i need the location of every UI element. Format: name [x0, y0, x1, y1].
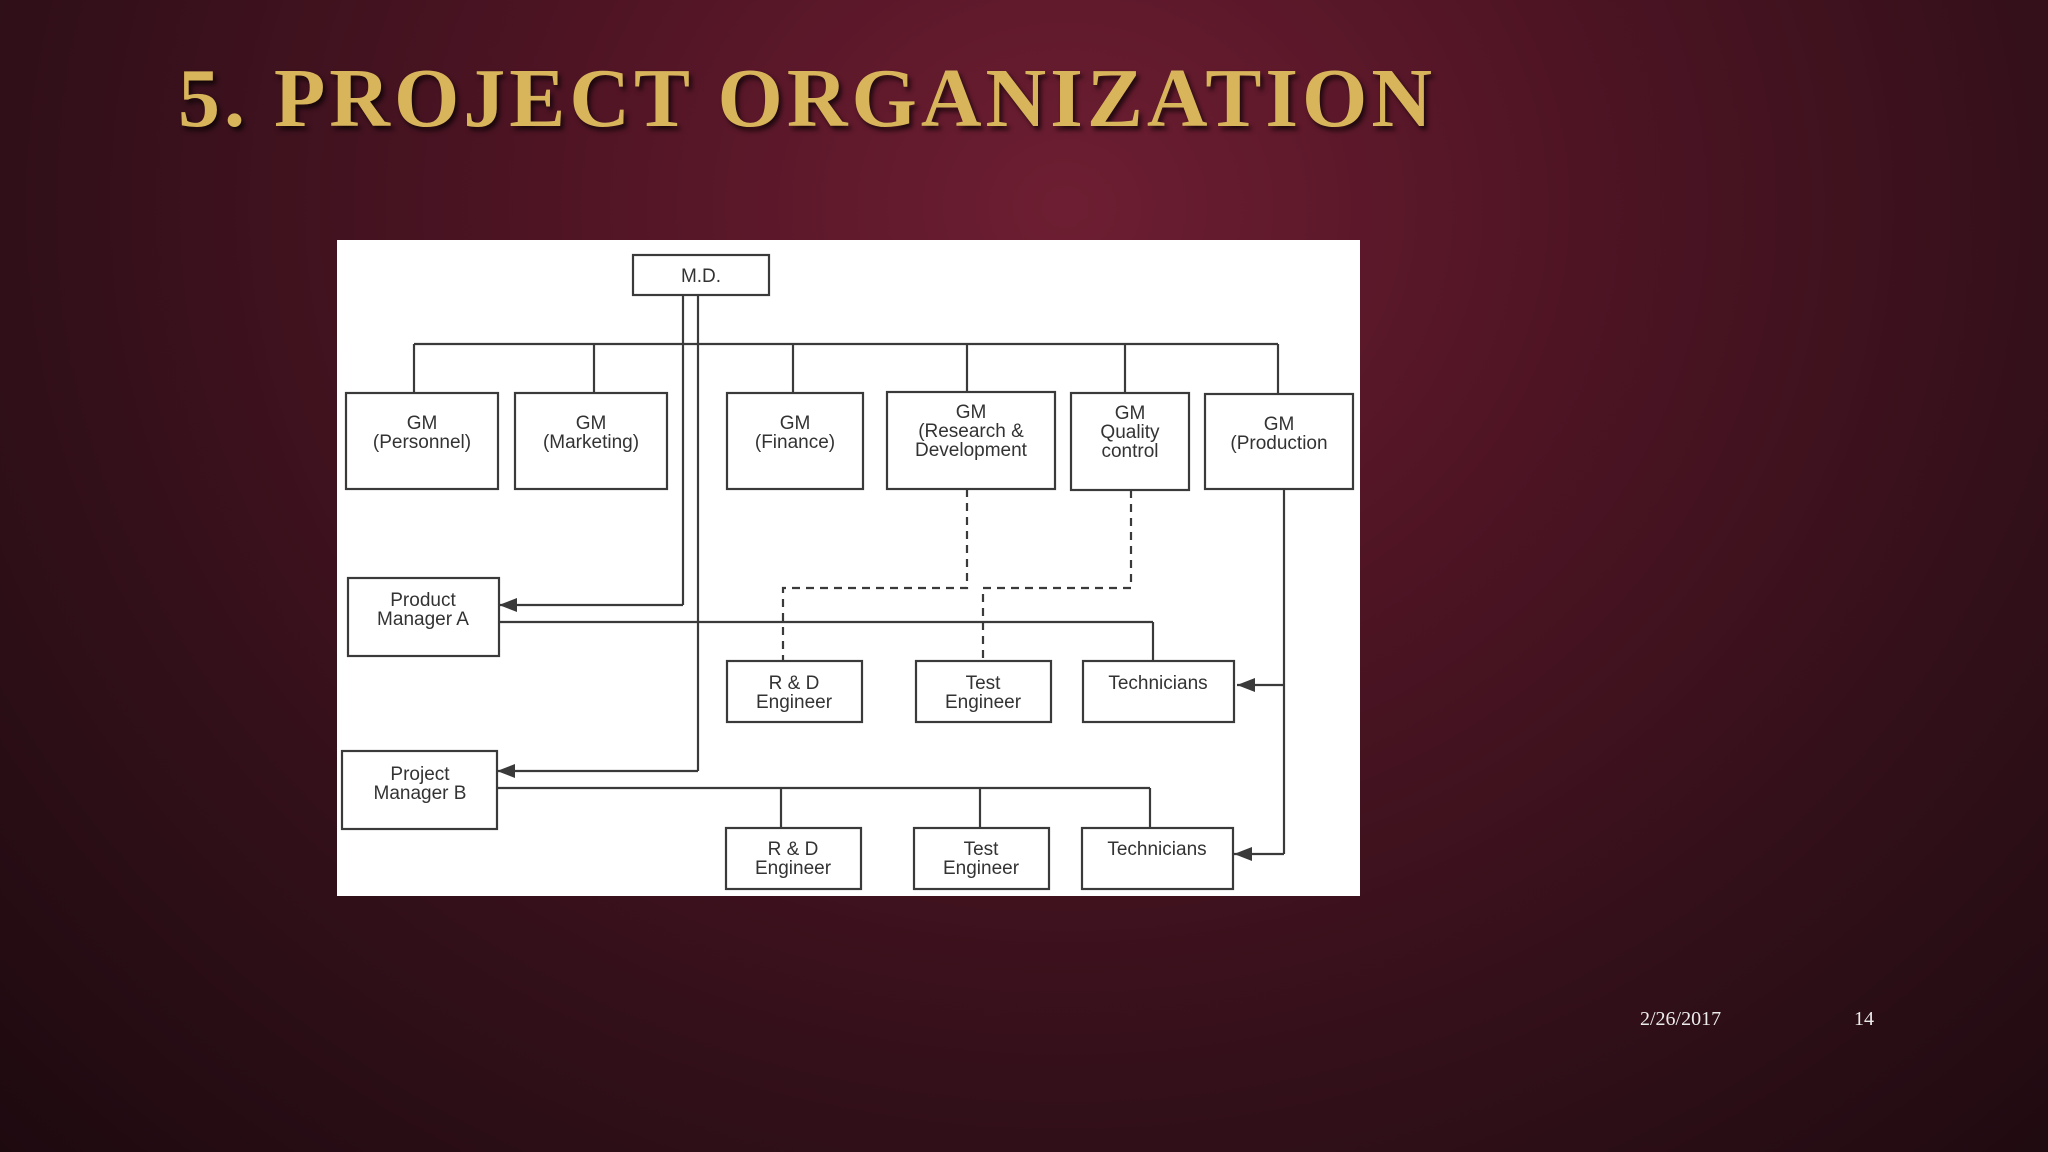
org-box-label-line: Test	[964, 839, 1000, 860]
org-box-gm-production-label: GM(Production	[1230, 414, 1327, 454]
connectors	[412, 295, 1286, 861]
org-box-technicians-a-label: Technicians	[1108, 673, 1207, 694]
org-box-label-line: (Finance)	[755, 432, 835, 453]
org-box-gm-rd-label: GM(Research &Development	[915, 402, 1028, 461]
org-box-label-line: Technicians	[1108, 673, 1207, 694]
org-box-label-line: GM	[407, 413, 438, 434]
org-box-label-line: GM	[1264, 414, 1295, 435]
org-box-label-line: Development	[915, 440, 1028, 461]
org-box-gm-marketing-label: GM(Marketing)	[543, 413, 639, 453]
org-box-label-line: GM	[780, 413, 811, 434]
org-box-label-line: Engineer	[943, 858, 1020, 879]
org-box-label-line: Engineer	[755, 858, 832, 879]
org-box-label-line: R & D	[769, 673, 820, 694]
footer-date: 2/26/2017	[1640, 1008, 1722, 1030]
org-box-gm-finance: GM(Finance)	[725, 391, 865, 491]
org-box-label-line: GM	[1115, 403, 1146, 424]
org-box-label-line: (Personnel)	[373, 432, 471, 453]
org-box-label-line: (Marketing)	[543, 432, 639, 453]
arrow-to-project-manager-b	[497, 764, 515, 778]
org-box-label-line: R & D	[768, 839, 819, 860]
arrow-to-technicians-b	[1234, 847, 1252, 861]
org-box-label-line: Quality	[1100, 422, 1160, 443]
org-box-label-line: GM	[576, 413, 607, 434]
org-box-label-line: Manager A	[377, 609, 469, 630]
org-box-gm-production: GM(Production	[1203, 392, 1355, 491]
org-box-label-line: Technicians	[1107, 839, 1206, 860]
org-box-gm-rd: GM(Research &Development	[885, 390, 1057, 491]
org-box-label-line: (Research &	[918, 421, 1024, 442]
org-box-gm-finance-label: GM(Finance)	[755, 413, 835, 453]
org-box-label-line: Test	[966, 673, 1002, 694]
org-box-md-label: M.D.	[681, 266, 721, 287]
org-box-gm-marketing: GM(Marketing)	[513, 391, 669, 491]
org-box-gm-personnel-label: GM(Personnel)	[373, 413, 471, 453]
org-chart-figure: M.D. GM(Personnel) GM(Marketing) GM(Fina…	[337, 240, 1360, 896]
org-chart: M.D. GM(Personnel) GM(Marketing) GM(Fina…	[340, 253, 1355, 891]
arrow-to-product-manager-a	[499, 598, 517, 612]
org-box-label-line: M.D.	[681, 266, 721, 287]
footer-page-number: 14	[1854, 1008, 1874, 1030]
org-box-gm-personnel: GM(Personnel)	[344, 391, 500, 491]
dashed-gm-quality-to-test-engineer	[981, 490, 1133, 660]
org-box-label-line: GM	[956, 402, 987, 423]
org-box-technicians-b: Technicians	[1080, 826, 1235, 891]
org-box-label-line: (Production	[1230, 433, 1327, 454]
arrow-to-technicians-a	[1237, 678, 1255, 692]
org-box-technicians-a: Technicians	[1081, 659, 1236, 724]
org-box-label-line: Engineer	[945, 692, 1022, 713]
org-box-label-line: control	[1101, 441, 1158, 462]
org-box-label-line: Manager B	[374, 783, 467, 804]
dashed-gm-rd-to-rd-engineer	[781, 489, 969, 660]
org-box-label-line: Project	[390, 764, 450, 785]
org-box-technicians-b-label: Technicians	[1107, 839, 1206, 860]
slide-title: 5. PROJECT ORGANIZATION	[178, 52, 1437, 145]
org-box-label-line: Product	[390, 590, 456, 611]
org-box-md: M.D.	[631, 253, 771, 297]
org-box-label-line: Engineer	[756, 692, 833, 713]
